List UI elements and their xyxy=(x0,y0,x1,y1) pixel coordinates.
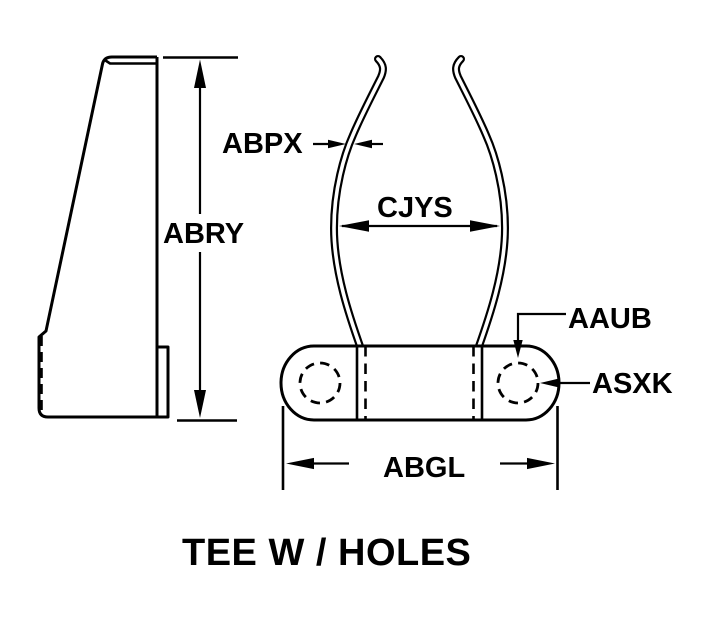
side-view-outline xyxy=(37,55,170,419)
abry-label: ABRY xyxy=(163,218,244,250)
dim-abry: ABRY xyxy=(163,56,244,422)
dim-abgl: ABGL xyxy=(281,406,559,490)
abpx-arrow-left xyxy=(354,139,372,149)
hole-left xyxy=(298,361,342,405)
bar-visible-edges xyxy=(355,346,484,420)
side-view-top-fold-line xyxy=(103,58,157,65)
base-bar xyxy=(279,344,561,422)
aaub-arrow-down xyxy=(513,340,523,358)
asxk-arrow-left xyxy=(540,378,558,388)
abgl-arrow-left xyxy=(286,457,314,470)
abgl-label: ABGL xyxy=(383,452,465,484)
clip-arm-right xyxy=(452,55,510,353)
aaub-label: AAUB xyxy=(568,303,652,335)
abpx-arrow-right xyxy=(328,139,346,149)
abry-arrow-down xyxy=(194,390,206,418)
cjys-label: CJYS xyxy=(377,192,453,224)
abry-arrow-up xyxy=(194,59,206,88)
callout-aaub: AAUB xyxy=(513,303,652,358)
aaub-leader xyxy=(516,312,566,343)
abgl-arrow-right xyxy=(527,457,555,470)
abpx-label: ABPX xyxy=(222,128,303,160)
callout-asxk: ASXK xyxy=(540,368,673,400)
cjys-arrow-left xyxy=(339,220,369,232)
cjys-arrow-right xyxy=(470,220,500,232)
dim-cjys: CJYS xyxy=(339,192,500,232)
dim-abpx: ABPX xyxy=(222,128,383,160)
asxk-label: ASXK xyxy=(592,368,673,400)
hole-right xyxy=(496,361,540,405)
base-bar-outline xyxy=(279,344,561,422)
bar-hidden-edges xyxy=(364,346,475,420)
clip-arm-left xyxy=(329,55,387,353)
drawing-title: TEE W / HOLES xyxy=(182,532,471,574)
side-view xyxy=(37,55,170,419)
clip-arms xyxy=(329,55,510,353)
